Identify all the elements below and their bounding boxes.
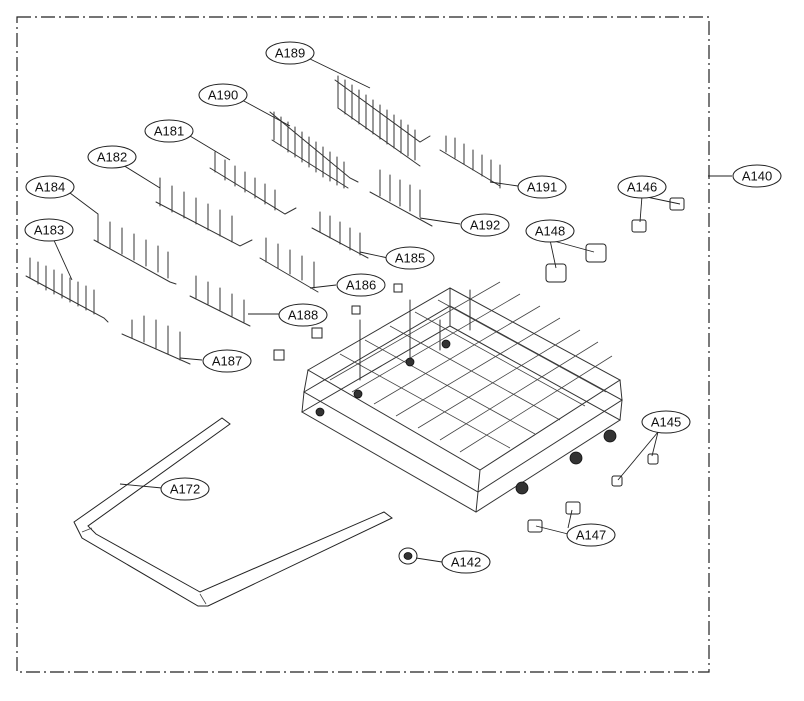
tine-rack-a182[interactable]	[155, 177, 253, 247]
lower-rack-basket[interactable]	[301, 281, 623, 513]
tine-rack-a181[interactable]	[209, 151, 297, 215]
tine-rack-a183[interactable]	[25, 257, 109, 323]
tine-rack-a191[interactable]	[439, 135, 501, 189]
part-a145[interactable]	[611, 453, 659, 487]
callout-label: A183	[34, 223, 64, 238]
callout-a182: A182	[87, 145, 137, 169]
tine-rack-a187[interactable]	[121, 315, 191, 365]
callout-label: A184	[35, 180, 65, 195]
callout-a140: A140	[732, 164, 782, 188]
callout-a183: A183	[24, 218, 74, 242]
callout-label: A191	[527, 180, 557, 195]
callout-label: A181	[154, 124, 184, 139]
callout-label: A146	[627, 180, 657, 195]
callout-label: A182	[97, 150, 127, 165]
callout-label: A187	[212, 354, 242, 369]
part-a147[interactable]	[527, 501, 581, 533]
callout-a187: A187	[202, 349, 252, 373]
callout-label: A190	[208, 88, 238, 103]
callout-a189: A189	[265, 41, 315, 65]
tine-rack-a192[interactable]	[369, 169, 433, 227]
callout-label: A185	[395, 251, 425, 266]
callout-a186: A186	[336, 273, 386, 297]
callout-a190: A190	[198, 83, 248, 107]
callout-label: A188	[288, 308, 318, 323]
callout-a191: A191	[517, 175, 567, 199]
callout-a181: A181	[144, 119, 194, 143]
tine-rack-a184[interactable]	[93, 213, 177, 285]
part-a146[interactable]	[631, 197, 685, 233]
tine-rack-a185[interactable]	[311, 211, 369, 259]
callout-a172: A172	[160, 477, 210, 501]
callout-label: A192	[470, 218, 500, 233]
callout-label: A186	[346, 278, 376, 293]
callout-label: A142	[451, 555, 481, 570]
callout-label: A145	[651, 415, 681, 430]
tine-rack-a190[interactable]	[269, 111, 359, 189]
callout-label: A147	[576, 528, 606, 543]
callout-a184: A184	[25, 175, 75, 199]
callout-label: A148	[535, 224, 565, 239]
callout-a192: A192	[460, 213, 510, 237]
rail-a172[interactable]	[73, 417, 393, 607]
callout-a185: A185	[385, 246, 435, 270]
callout-a188: A188	[278, 303, 328, 327]
callout-a147: A147	[566, 523, 616, 547]
part-a148[interactable]	[545, 243, 607, 283]
callout-a142: A142	[441, 550, 491, 574]
tine-rack-a188[interactable]	[189, 275, 251, 327]
callout-label: A172	[170, 482, 200, 497]
callout-a146: A146	[617, 175, 667, 199]
part-a142-wheel[interactable]	[398, 547, 418, 565]
assembly-boundary	[16, 16, 710, 673]
callout-label: A140	[742, 169, 772, 184]
tine-rack-a186[interactable]	[259, 237, 319, 293]
callout-a148: A148	[525, 219, 575, 243]
rack-clip-parts	[273, 283, 403, 361]
callout-label: A189	[275, 46, 305, 61]
tine-rack-a189[interactable]	[334, 75, 431, 167]
callout-a145: A145	[641, 410, 691, 434]
